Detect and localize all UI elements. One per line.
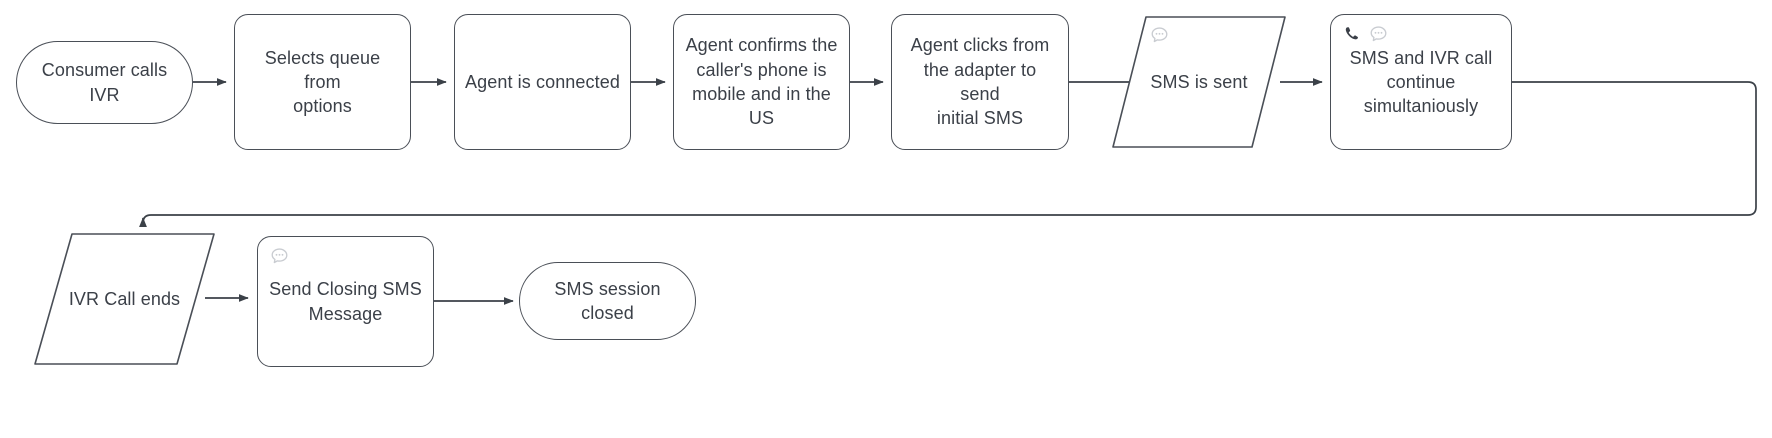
node-label-wrap: SMS and IVR call continue simultaniously bbox=[1331, 15, 1511, 149]
node-sms-session-closed[interactable]: SMS session closed bbox=[519, 262, 696, 340]
node-label: Consumer calls IVR bbox=[41, 60, 168, 105]
node-send-closing-sms[interactable]: Send Closing SMS Message bbox=[257, 236, 434, 367]
node-icon-group bbox=[1343, 25, 1388, 44]
chat-bubble-icon bbox=[271, 248, 288, 264]
node-agent-clicks-adapter[interactable]: Agent clicks from the adapter to send in… bbox=[891, 14, 1069, 150]
node-label: Agent clicks from the adapter to send in… bbox=[910, 35, 1050, 129]
node-label: IVR Call ends bbox=[68, 288, 181, 309]
node-agent-confirms-phone[interactable]: Agent confirms the caller's phone is mob… bbox=[673, 14, 850, 150]
node-label-wrap: SMS session closed bbox=[520, 263, 695, 339]
node-selects-queue[interactable]: Selects queue from options bbox=[234, 14, 411, 150]
node-icon-group bbox=[270, 247, 289, 266]
node-label-wrap: Send Closing SMS Message bbox=[258, 237, 433, 366]
node-label: Agent is connected bbox=[465, 71, 620, 92]
chat-bubble-icon bbox=[1370, 26, 1387, 42]
node-label: Agent confirms the caller's phone is mob… bbox=[685, 35, 838, 129]
node-ivr-call-ends[interactable]: IVR Call ends bbox=[32, 231, 217, 367]
node-label-wrap: Consumer calls IVR bbox=[17, 42, 192, 123]
chat-bubble-icon bbox=[1151, 27, 1168, 43]
node-label: Send Closing SMS Message bbox=[269, 279, 422, 324]
node-label-wrap: IVR Call ends bbox=[32, 231, 217, 367]
node-label-wrap: Selects queue from options bbox=[235, 15, 410, 149]
node-label: SMS session closed bbox=[554, 278, 661, 323]
node-label-wrap: Agent confirms the caller's phone is mob… bbox=[674, 15, 849, 149]
node-icon-group bbox=[1150, 26, 1169, 45]
node-sms-is-sent[interactable]: SMS is sent bbox=[1110, 14, 1288, 150]
node-label: Selects queue from options bbox=[264, 47, 381, 117]
node-label-wrap: Agent clicks from the adapter to send in… bbox=[892, 15, 1068, 149]
node-agent-connected[interactable]: Agent is connected bbox=[454, 14, 631, 150]
node-label: SMS and IVR call continue simultaniously bbox=[1349, 47, 1493, 117]
node-label: SMS is sent bbox=[1150, 71, 1248, 92]
node-label-wrap: Agent is connected bbox=[455, 15, 630, 149]
node-consumer-calls-ivr[interactable]: Consumer calls IVR bbox=[16, 41, 193, 124]
node-sms-and-ivr-continue[interactable]: SMS and IVR call continue simultaniously bbox=[1330, 14, 1512, 150]
phone-icon bbox=[1345, 27, 1358, 40]
node-label-wrap: SMS is sent bbox=[1110, 14, 1288, 150]
